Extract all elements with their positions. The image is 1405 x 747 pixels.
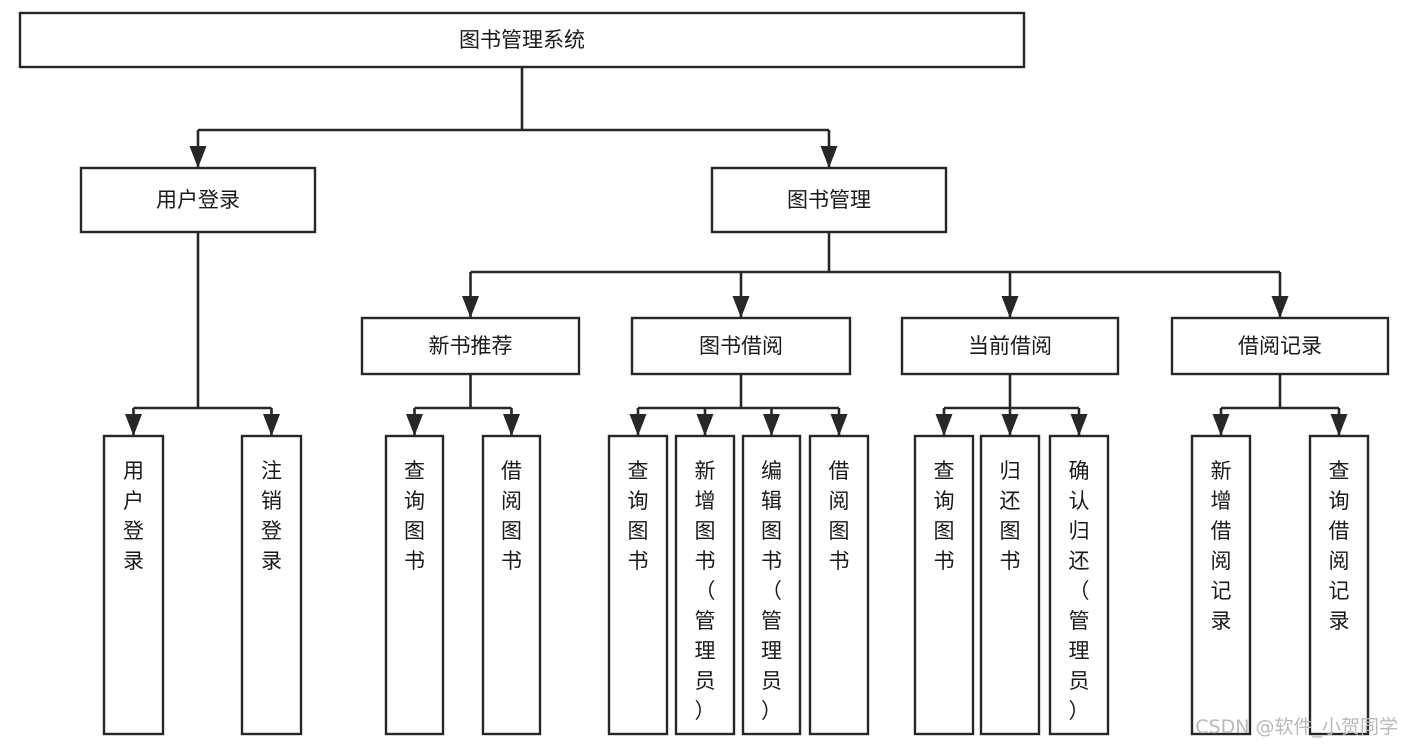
node-leaf-add-record-rect[interactable] — [1190, 434, 1252, 736]
node-leaf-query-book-3[interactable]: 查询图书 — [913, 434, 975, 736]
new-book-to-leaves-arrow-1 — [503, 414, 520, 436]
node-borrow-record[interactable]: 借阅记录 — [1170, 316, 1390, 376]
user-login-to-leaves-arrow-1 — [263, 414, 280, 436]
current-borrow-to-leaves-arrow-2 — [1070, 414, 1088, 436]
node-leaf-query-book-3-label: 查询图书 — [934, 459, 955, 573]
csdn-watermark: CSDN @软件_小贺同学 — [1195, 716, 1398, 738]
node-leaf-query-book-2-rect[interactable] — [607, 434, 669, 736]
node-leaf-edit-book[interactable]: 编辑图书（管理员） — [741, 434, 802, 736]
node-new-book-recommend-label: 新书推荐 — [429, 334, 513, 358]
book-manage-to-level3-arrow-1 — [732, 296, 750, 318]
node-leaf-borrow-book-2-rect[interactable] — [808, 434, 870, 736]
node-leaf-logout-login[interactable]: 注销登录 — [240, 434, 303, 736]
node-leaf-borrow-book-2-label: 借阅图书 — [829, 459, 850, 573]
node-leaf-query-book-1-label: 查询图书 — [404, 459, 425, 573]
user-login-to-leaves-arrow-0 — [125, 414, 142, 436]
book-borrow-to-leaves-arrow-1 — [696, 414, 714, 436]
book-borrow-to-leaves-arrow-0 — [629, 414, 647, 436]
node-leaf-add-record-label: 新增借阅记录 — [1211, 459, 1232, 633]
node-book-borrow-label: 图书借阅 — [699, 334, 783, 358]
node-leaf-query-book-2-label: 查询图书 — [628, 459, 649, 573]
node-leaf-query-record[interactable]: 查询借阅记录 — [1308, 434, 1370, 736]
node-leaf-borrow-book-1[interactable]: 借阅图书 — [481, 434, 542, 736]
node-root-rect[interactable] — [18, 11, 1026, 69]
node-leaf-query-book-1[interactable]: 查询图书 — [384, 434, 445, 736]
current-borrow-to-leaves-arrow-1 — [1001, 414, 1019, 436]
book-manage-to-level3-arrow-2 — [1001, 296, 1019, 318]
node-root-label: 图书管理系统 — [459, 28, 585, 52]
node-leaf-confirm-return-label: 确认归还（管理员） — [1069, 459, 1090, 723]
node-root[interactable]: 图书管理系统 — [18, 11, 1026, 69]
book-borrow-to-leaves-arrow-3 — [830, 414, 848, 436]
node-leaf-borrow-book-2[interactable]: 借阅图书 — [808, 434, 870, 736]
node-borrow-record-label: 借阅记录 — [1238, 334, 1322, 358]
node-borrow-record-rect[interactable] — [1170, 316, 1390, 376]
node-leaf-logout-login-label: 注销登录 — [261, 459, 282, 573]
node-leaf-user-login-label: 用户登录 — [123, 459, 144, 573]
node-leaf-return-book-rect[interactable] — [979, 434, 1041, 736]
node-leaf-user-login-rect[interactable] — [102, 434, 165, 736]
node-leaf-add-record[interactable]: 新增借阅记录 — [1190, 434, 1252, 736]
node-leaf-confirm-return-rect[interactable] — [1048, 434, 1110, 736]
node-leaf-edit-book-label: 编辑图书（管理员） — [761, 459, 782, 723]
connector-layer — [125, 67, 1348, 436]
node-leaf-query-book-2[interactable]: 查询图书 — [607, 434, 669, 736]
node-leaf-query-record-label: 查询借阅记录 — [1329, 459, 1350, 633]
node-leaf-add-book-rect[interactable] — [674, 434, 736, 736]
node-book-borrow[interactable]: 图书借阅 — [630, 316, 852, 376]
book-manage-to-level3-arrow-0 — [462, 296, 479, 318]
node-current-borrow-rect[interactable] — [900, 316, 1120, 376]
node-user-login-label: 用户登录 — [156, 188, 240, 212]
node-book-manage-rect[interactable] — [710, 166, 948, 234]
borrow-record-to-leaves-arrow-1 — [1330, 414, 1348, 436]
root-to-level2-arrow-1 — [820, 146, 838, 168]
new-book-to-leaves-arrow-0 — [406, 414, 423, 436]
current-borrow-to-leaves-arrow-0 — [935, 414, 953, 436]
node-book-borrow-rect[interactable] — [630, 316, 852, 376]
node-leaf-query-record-rect[interactable] — [1308, 434, 1370, 736]
node-leaf-return-book-label: 归还图书 — [1000, 459, 1021, 573]
node-leaf-user-login[interactable]: 用户登录 — [102, 434, 165, 736]
node-leaf-return-book[interactable]: 归还图书 — [979, 434, 1041, 736]
root-to-level2-arrow-0 — [189, 146, 207, 168]
node-leaf-borrow-book-1-label: 借阅图书 — [501, 459, 522, 573]
node-leaf-query-book-1-rect[interactable] — [384, 434, 445, 736]
node-leaf-logout-login-rect[interactable] — [240, 434, 303, 736]
node-leaf-confirm-return[interactable]: 确认归还（管理员） — [1048, 434, 1110, 736]
node-new-book-recommend-rect[interactable] — [360, 316, 581, 376]
book-borrow-to-leaves-arrow-2 — [763, 414, 780, 436]
node-layer: 图书管理系统用户登录图书管理新书推荐图书借阅当前借阅借阅记录用户登录注销登录查询… — [18, 11, 1390, 736]
book-manage-to-level3-arrow-3 — [1271, 296, 1289, 318]
node-leaf-add-book[interactable]: 新增图书（管理员） — [674, 434, 736, 736]
node-book-manage-label: 图书管理 — [787, 188, 871, 212]
node-current-borrow[interactable]: 当前借阅 — [900, 316, 1120, 376]
node-new-book-recommend[interactable]: 新书推荐 — [360, 316, 581, 376]
node-book-manage[interactable]: 图书管理 — [710, 166, 948, 234]
node-leaf-add-book-label: 新增图书（管理员） — [695, 459, 716, 723]
node-leaf-borrow-book-1-rect[interactable] — [481, 434, 542, 736]
borrow-record-to-leaves-arrow-0 — [1212, 414, 1230, 436]
node-leaf-edit-book-rect[interactable] — [741, 434, 802, 736]
node-user-login-rect[interactable] — [79, 166, 317, 234]
node-user-login[interactable]: 用户登录 — [79, 166, 317, 234]
node-current-borrow-label: 当前借阅 — [968, 334, 1052, 358]
node-leaf-query-book-3-rect[interactable] — [913, 434, 975, 736]
